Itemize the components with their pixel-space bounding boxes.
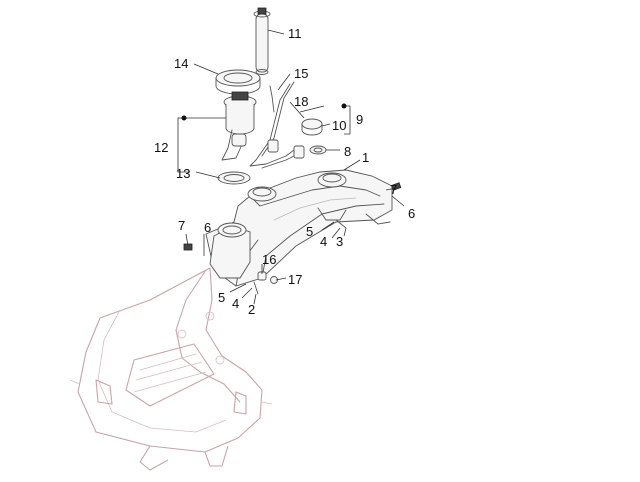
- fuel-level-sender: [253, 7, 271, 75]
- filler-cap: [301, 118, 323, 136]
- callout-labels: 11 14 15 18 9 10 12 8 1 13 7 6 7 6 5 4 3…: [154, 26, 415, 317]
- callout-13: 13: [176, 166, 190, 181]
- callout-17: 17: [288, 272, 302, 287]
- filler-ring: [309, 145, 327, 155]
- fuel-tank: [205, 169, 393, 287]
- callout-11: 11: [288, 26, 302, 41]
- screw-2: [253, 281, 259, 295]
- callout-7-right: 7: [390, 182, 397, 197]
- fuel-pipe: [249, 81, 305, 169]
- fuel-pump-assembly: [221, 91, 257, 161]
- callout-3: 3: [336, 234, 343, 249]
- callout-12: 12: [154, 140, 168, 155]
- callout-8: 8: [344, 144, 351, 159]
- frame-body-panel: [69, 267, 273, 471]
- callout-4-upper: 4: [320, 234, 327, 249]
- pump-gasket: [217, 171, 251, 185]
- group-bracket-9: [341, 103, 351, 135]
- callout-7-left: 7: [178, 218, 185, 233]
- callout-14: 14: [174, 56, 188, 71]
- callout-10: 10: [332, 118, 346, 133]
- callout-16: 16: [262, 252, 276, 267]
- callout-4-lower: 4: [232, 296, 239, 311]
- ring-nut: [215, 69, 261, 95]
- screw-3: [335, 219, 347, 229]
- callout-18: 18: [294, 94, 308, 109]
- callout-15: 15: [294, 66, 308, 81]
- group-bracket-12: [177, 115, 190, 173]
- callout-2: 2: [248, 302, 255, 317]
- leader-lines: [184, 29, 405, 305]
- callout-5-lower: 5: [218, 290, 225, 305]
- callout-9: 9: [356, 112, 363, 127]
- callout-6-left: 6: [204, 220, 211, 235]
- callout-6-right: 6: [408, 206, 415, 221]
- callout-1: 1: [362, 150, 369, 165]
- callout-5-upper: 5: [306, 224, 313, 239]
